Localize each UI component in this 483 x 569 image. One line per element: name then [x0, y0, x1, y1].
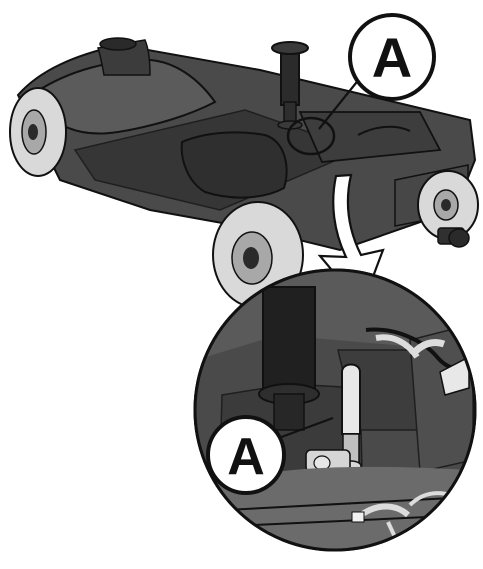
seat-post	[271, 41, 309, 130]
top-callout-badge: A	[348, 13, 436, 101]
scooter-body	[16, 37, 477, 252]
bottom-callout-badge: A	[206, 415, 286, 495]
bottom-callout-label: A	[227, 428, 265, 486]
rear-left-wheel	[9, 87, 67, 177]
bottom-callout-line	[275, 416, 334, 441]
top-highlight-ring	[286, 116, 336, 156]
top-callout-label: A	[372, 26, 412, 89]
front-right-wheel	[417, 170, 479, 248]
detail-view	[193, 268, 477, 552]
top-callout-line	[318, 77, 361, 130]
